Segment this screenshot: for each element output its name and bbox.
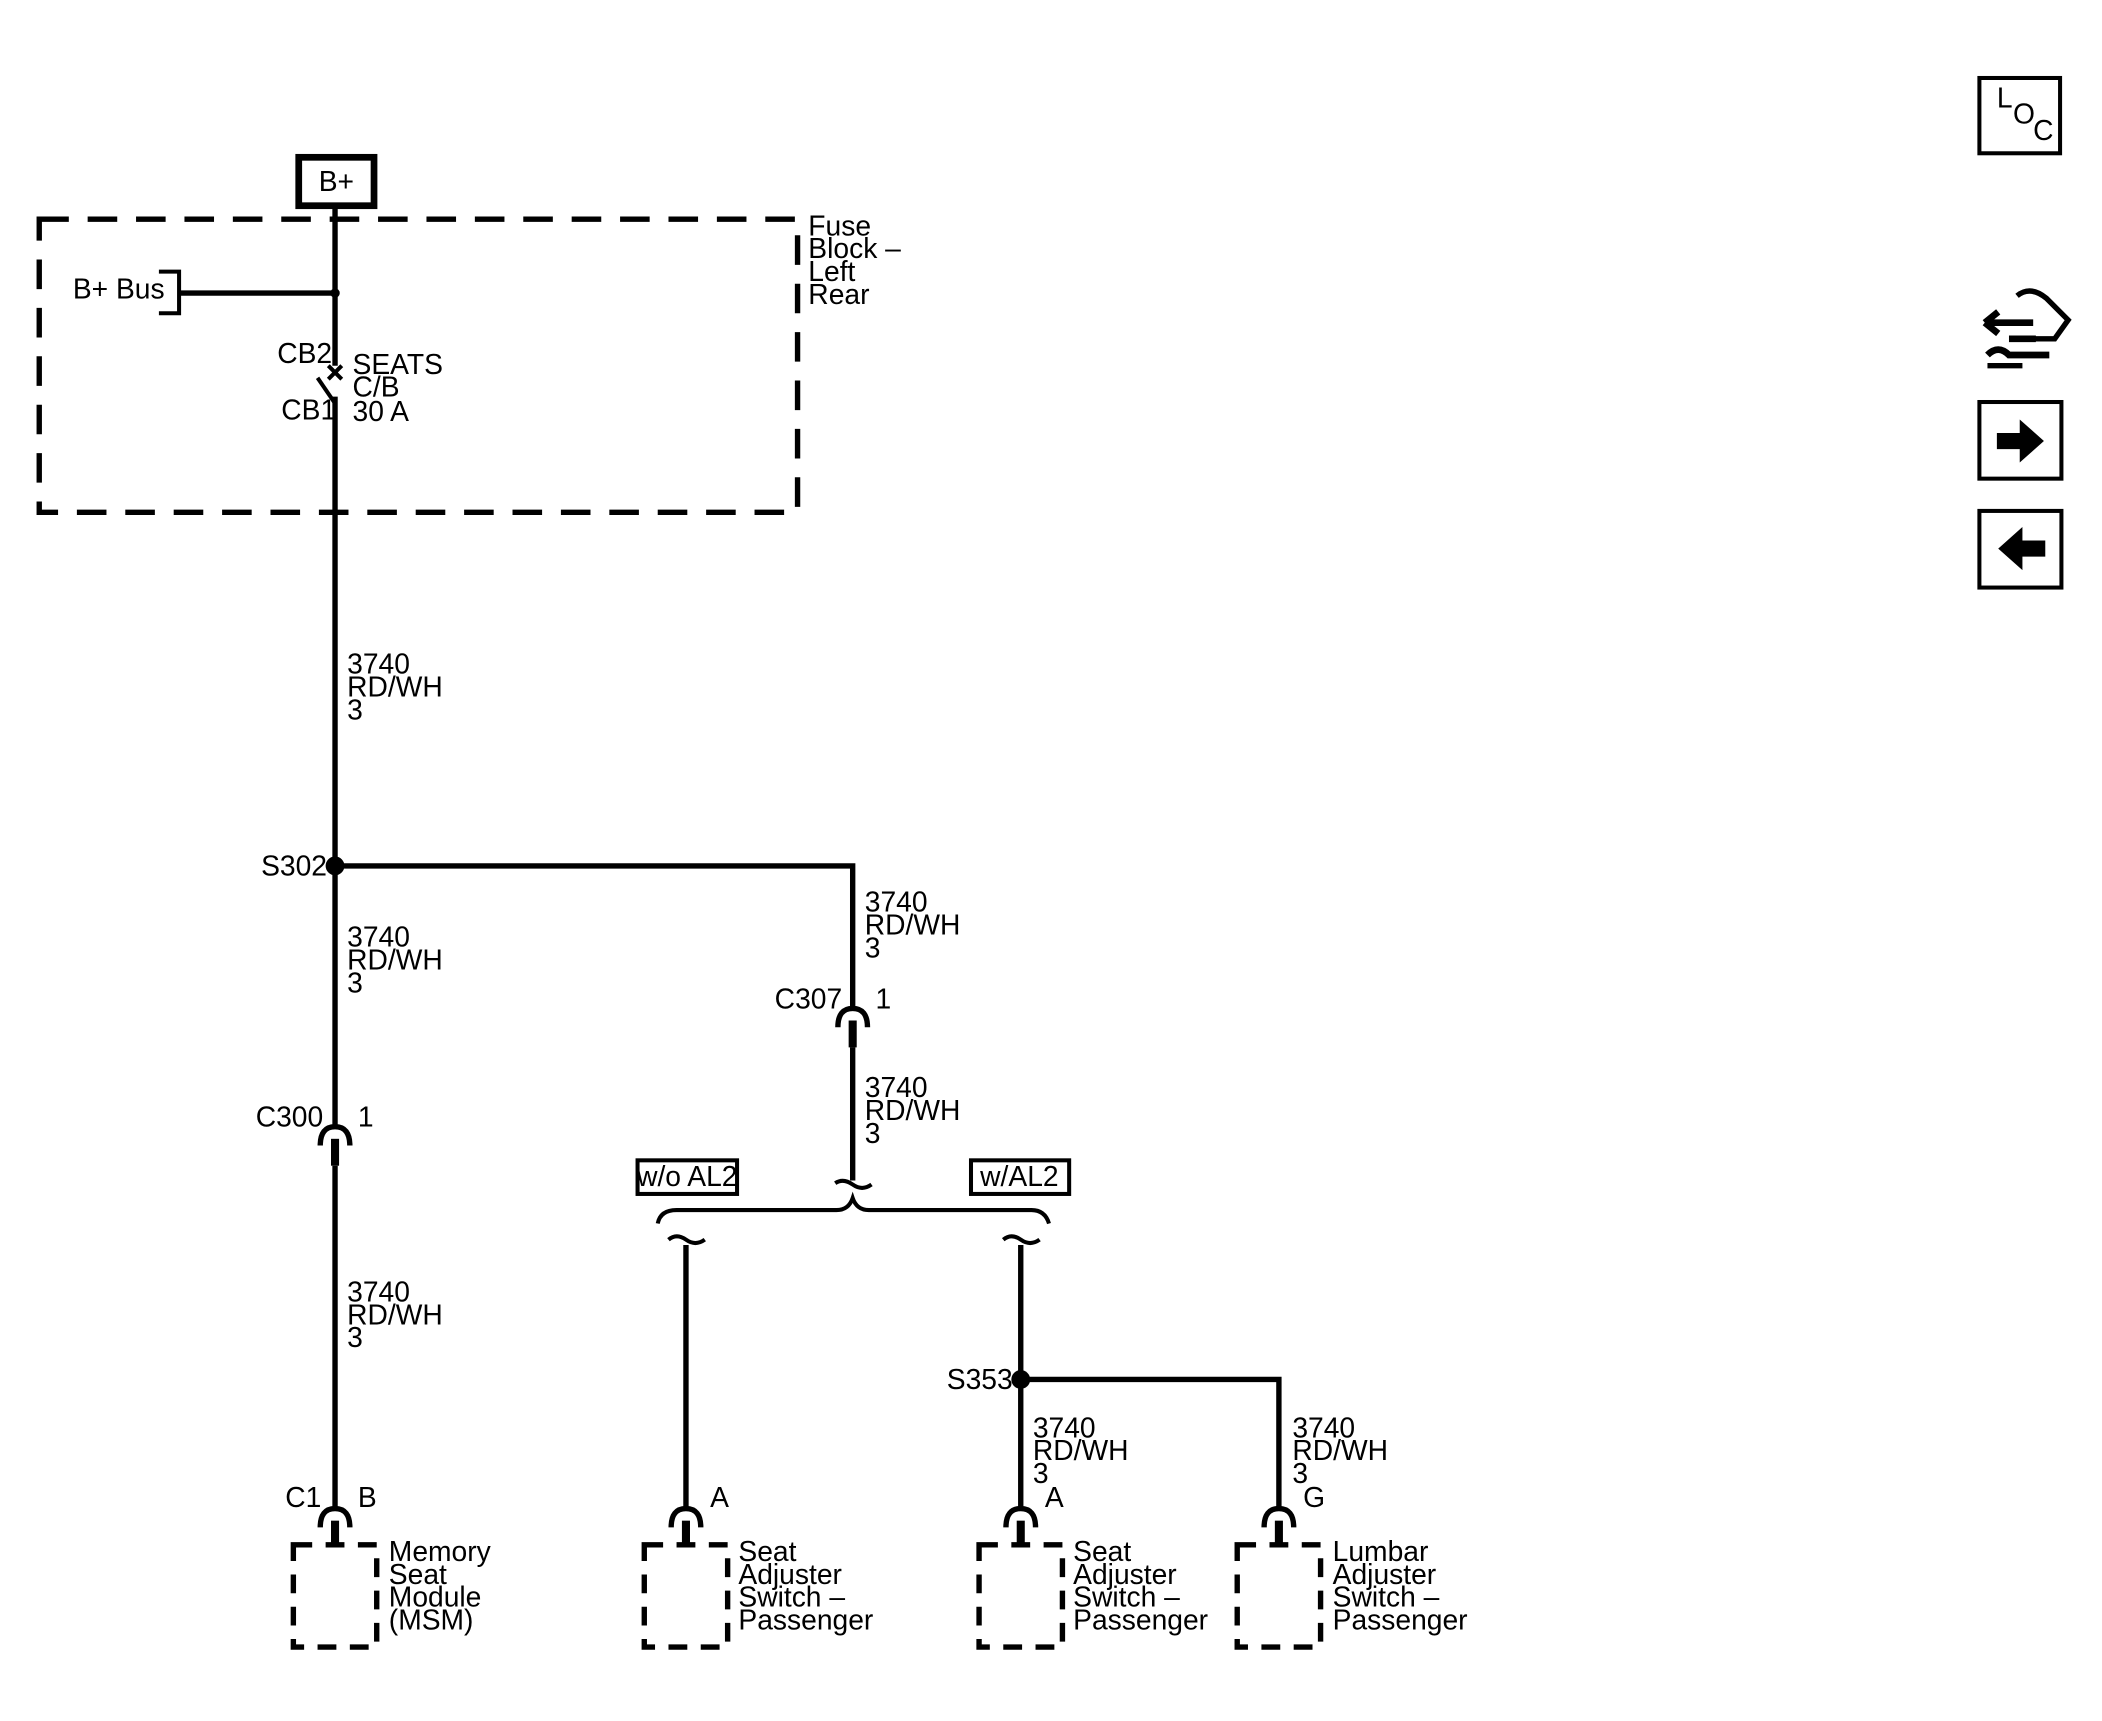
- connector-c1-label: C1: [285, 1481, 321, 1513]
- option-break-with: [1001, 1234, 1041, 1246]
- wire-label-2: 3740 RD/WH 3: [347, 921, 450, 999]
- fuse-block-name: Fuse Block – Left Rear: [808, 209, 908, 310]
- connector-c307-pin: [848, 1020, 857, 1048]
- option-break-without: [667, 1234, 706, 1246]
- next-arrow-icon[interactable]: [1977, 399, 2064, 481]
- connector-c1: [317, 1505, 353, 1528]
- connector-c307-label: C307: [775, 982, 842, 1014]
- b-plus-bus-label: B+ Bus: [73, 272, 165, 304]
- memory-seat-module-outline: [290, 1542, 380, 1650]
- memory-seat-module-label: Memory Seat Module (MSM): [389, 1535, 499, 1636]
- b-plus-label: B+: [319, 165, 354, 197]
- option-brace: [655, 1191, 1051, 1225]
- connector-lumbar-switch-pin-label: G: [1303, 1481, 1325, 1513]
- connector-c307-pin-label: 1: [876, 982, 892, 1014]
- connector-lumbar-switch-pin: [1274, 1520, 1283, 1545]
- option-break-top: [834, 1178, 873, 1190]
- option-with-al2-label: w/AL2: [979, 1160, 1058, 1192]
- connector-c300-label: C300: [256, 1101, 323, 1133]
- svg-text:C: C: [2033, 114, 2053, 146]
- wire-label-4: 3740 RD/WH 3: [865, 886, 968, 964]
- seat-switch-1-outline: [641, 1542, 731, 1650]
- wire-label-7: 3740 RD/WH 3: [1292, 1411, 1395, 1489]
- lumbar-switch-outline: [1234, 1542, 1324, 1650]
- cb1-label: CB1: [281, 393, 336, 425]
- wire-s353-to-lumbar: [1020, 1376, 1282, 1509]
- connector-c300-pin: [331, 1138, 340, 1166]
- seat-switch-2-outline: [976, 1542, 1066, 1650]
- component-view-icon[interactable]: [1982, 288, 2072, 369]
- connector-seat-switch-2-pin-label: A: [1045, 1481, 1064, 1513]
- seat-switch-2-label: Seat Adjuster Switch – Passenger: [1073, 1535, 1208, 1636]
- connector-seat-switch-1: [668, 1505, 704, 1528]
- fuse-block-outline: [36, 216, 801, 515]
- cb2-label: CB2: [277, 337, 332, 369]
- connector-c307: [835, 1005, 871, 1028]
- connector-seat-switch-1-pin-label: A: [710, 1481, 729, 1513]
- connector-c1-pin-label: B: [358, 1481, 377, 1513]
- wire-label-3: 3740 RD/WH 3: [347, 1276, 450, 1354]
- connector-seat-switch-1-pin: [681, 1520, 690, 1545]
- seat-switch-1-label: Seat Adjuster Switch – Passenger: [738, 1535, 873, 1636]
- circuit-breaker-contact: [315, 376, 337, 405]
- wire-label-5: 3740 RD/WH 3: [865, 1071, 968, 1149]
- connector-seat-switch-2-pin: [1016, 1520, 1025, 1545]
- connector-c300: [317, 1124, 353, 1146]
- connector-lumbar-switch: [1261, 1505, 1297, 1528]
- option-without-al2-box: [635, 1158, 740, 1196]
- circuit-breaker-symbol: [326, 364, 344, 381]
- previous-arrow-icon[interactable]: [1977, 508, 2064, 590]
- connector-c1-pin: [331, 1520, 340, 1545]
- splice-s353-label: S353: [947, 1363, 1013, 1395]
- wire-label-1: 3740 RD/WH 3: [347, 648, 450, 726]
- loc-icon[interactable]: L O C: [1977, 75, 2063, 156]
- option-with-al2-box: [968, 1158, 1072, 1196]
- seats-breaker-label: SEATS C/B 30 A: [353, 348, 451, 427]
- connector-seat-switch-2: [1003, 1505, 1039, 1528]
- wire-s302-to-c307: [335, 863, 856, 1009]
- option-without-al2-label: w/o AL2: [636, 1160, 737, 1192]
- wire-label-6: 3740 RD/WH 3: [1033, 1411, 1136, 1489]
- svg-text:L: L: [1997, 82, 2013, 114]
- connector-c300-pin-label: 1: [358, 1101, 374, 1133]
- lumbar-switch-label: Lumbar Adjuster Switch – Passenger: [1333, 1535, 1468, 1636]
- splice-s302-label: S302: [261, 849, 327, 881]
- svg-text:O: O: [2013, 98, 2035, 130]
